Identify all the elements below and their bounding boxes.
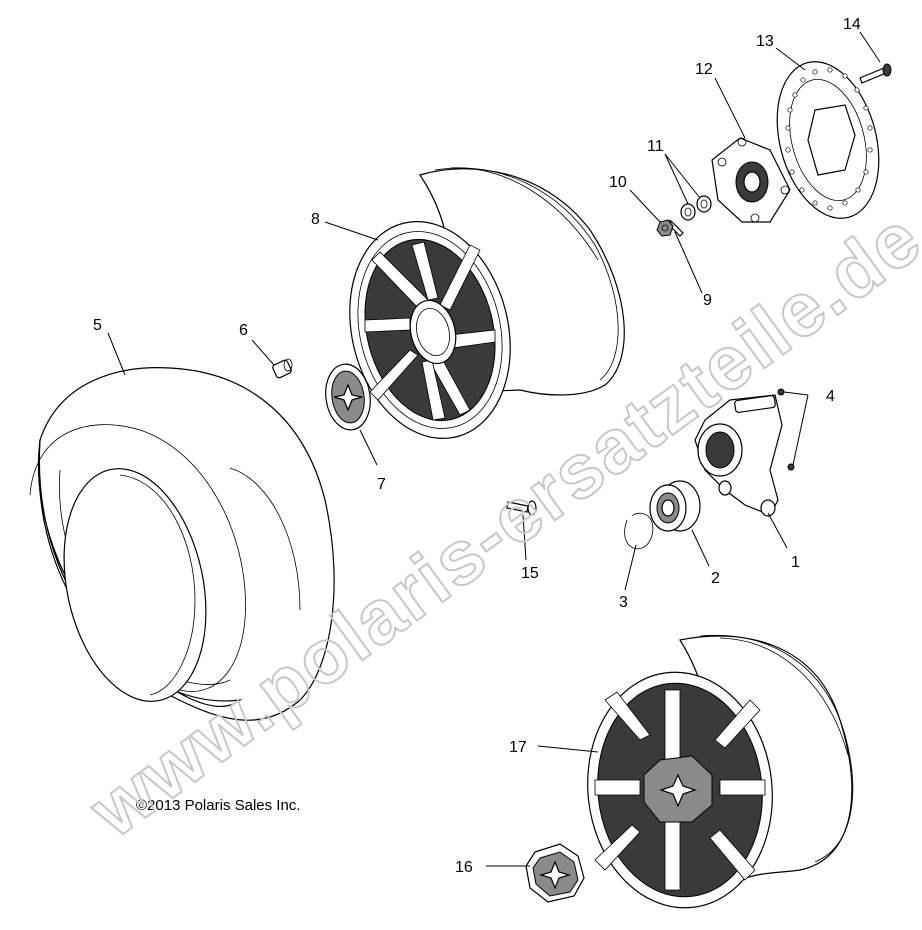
- callout-11: 11: [647, 138, 664, 155]
- leader-lines: [107, 31, 881, 867]
- callout-8: 8: [311, 211, 320, 228]
- grease-fittings: [777, 388, 795, 471]
- wheel-lower: [587, 634, 854, 909]
- stud: [506, 500, 537, 516]
- polaris-star-logo-icon: [333, 383, 363, 412]
- tire: [29, 367, 335, 721]
- center-cap: [325, 363, 371, 431]
- brake-disc: [776, 61, 880, 219]
- callout-9: 9: [703, 292, 712, 309]
- wheel-upper: [349, 167, 625, 439]
- snap-ring: [624, 512, 654, 550]
- callout-6: 6: [239, 322, 248, 339]
- callout-numbers: 1 2 3 4 5 6 7 8 9 10 11 12 13 14 15 16 1…: [93, 16, 861, 876]
- callout-14: 14: [843, 16, 861, 33]
- callout-13: 13: [756, 33, 774, 50]
- castle-nut: [656, 219, 674, 237]
- bolt: [859, 63, 892, 84]
- copyright-text: ©2013 Polaris Sales Inc.: [136, 797, 300, 814]
- callout-5: 5: [93, 317, 102, 334]
- callout-16: 16: [455, 859, 473, 876]
- callout-15: 15: [521, 565, 539, 582]
- washers: [680, 195, 712, 221]
- knuckle: [694, 394, 783, 517]
- callout-2: 2: [711, 570, 720, 587]
- valve-stem: [272, 358, 293, 379]
- callout-17: 17: [509, 739, 527, 756]
- bearing: [649, 480, 701, 532]
- callout-12: 12: [695, 61, 713, 78]
- wheel-hub: [711, 137, 791, 223]
- callout-4: 4: [826, 388, 835, 405]
- callout-7: 7: [377, 476, 386, 493]
- polaris-star-logo-icon: [659, 773, 697, 808]
- callout-1: 1: [791, 554, 800, 571]
- polaris-star-logo-icon: [538, 860, 572, 890]
- center-cap-lower: [525, 843, 585, 903]
- callout-10: 10: [609, 174, 627, 191]
- callout-3: 3: [619, 594, 628, 611]
